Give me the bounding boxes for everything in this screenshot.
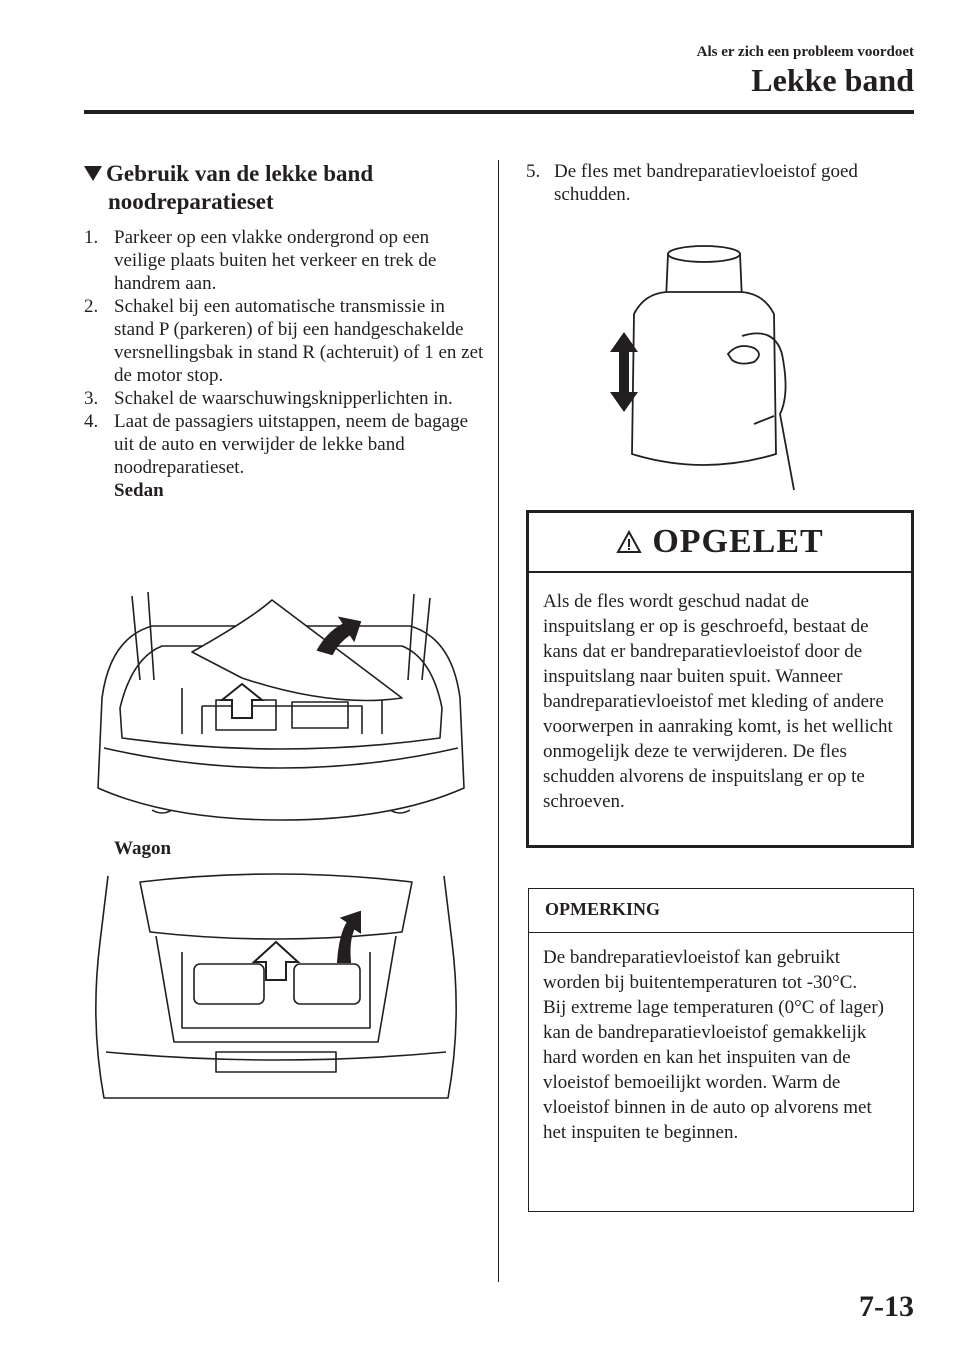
step-5: 5. De fles met bandreparatievloeistof go… — [526, 160, 916, 206]
header-rule — [84, 110, 914, 114]
page-number: 7-13 — [859, 1290, 914, 1323]
chapter-title: Als er zich een probleem voordoet — [696, 44, 914, 60]
sedan-trunk-illustration — [97, 591, 465, 821]
wagon-label: Wagon — [114, 838, 172, 859]
step-text: Laat de passagiers uitstappen, neem de b… — [114, 410, 484, 502]
bottle-shaking-illustration — [610, 245, 795, 491]
list-item: 3. Schakel de waarschuwingsknipperlichte… — [84, 387, 484, 410]
section-title: Gebruik van de lekke band noodreparaties… — [84, 160, 484, 216]
caution-box: OPGELET Als de fles wordt geschud nadat … — [526, 510, 914, 848]
caution-text: Als de fles wordt geschud nadat de inspu… — [543, 591, 893, 812]
steps-list: 1. Parkeer op een vlakke ondergrond op e… — [84, 226, 484, 502]
step-text: De fles met bandreparatievloeistof goed … — [554, 161, 858, 205]
triangle-down-icon — [84, 160, 104, 188]
step-text-body: Laat de passagiers uitstappen, neem de b… — [114, 411, 468, 478]
note-box: OPMERKING De bandreparatievloeistof kan … — [528, 888, 914, 1212]
warning-triangle-icon — [616, 530, 643, 553]
list-item: 2. Schakel bij een automatische transmis… — [84, 295, 484, 387]
list-item: 1. Parkeer op een vlakke ondergrond op e… — [84, 226, 484, 295]
caution-header: OPGELET — [529, 513, 911, 573]
sedan-label: Sedan — [114, 480, 164, 501]
step-number: 4. — [84, 411, 99, 432]
note-text: De bandreparatievloeistof kan gebruikt w… — [543, 947, 885, 1143]
step-number: 5. — [526, 161, 541, 182]
note-title: OPMERKING — [529, 889, 913, 933]
section-title-line2: noodreparatieset — [108, 189, 274, 214]
step-text: Parkeer op een vlakke ondergrond op een … — [114, 227, 437, 294]
list-item: 4. Laat de passagiers uitstappen, neem d… — [84, 410, 484, 502]
caution-title: OPGELET — [652, 523, 824, 560]
wagon-trunk-illustration — [95, 873, 457, 1099]
section-title-line1: Gebruik van de lekke band — [106, 161, 374, 186]
step-number: 1. — [84, 227, 99, 248]
column-divider — [498, 160, 499, 1282]
step-text: Schakel de waarschuwingsknipperlichten i… — [114, 388, 453, 409]
page-title: Lekke band — [751, 62, 914, 98]
step-number: 2. — [84, 296, 99, 317]
step-text: Schakel bij een automatische transmissie… — [114, 296, 484, 386]
step-number: 3. — [84, 388, 99, 409]
